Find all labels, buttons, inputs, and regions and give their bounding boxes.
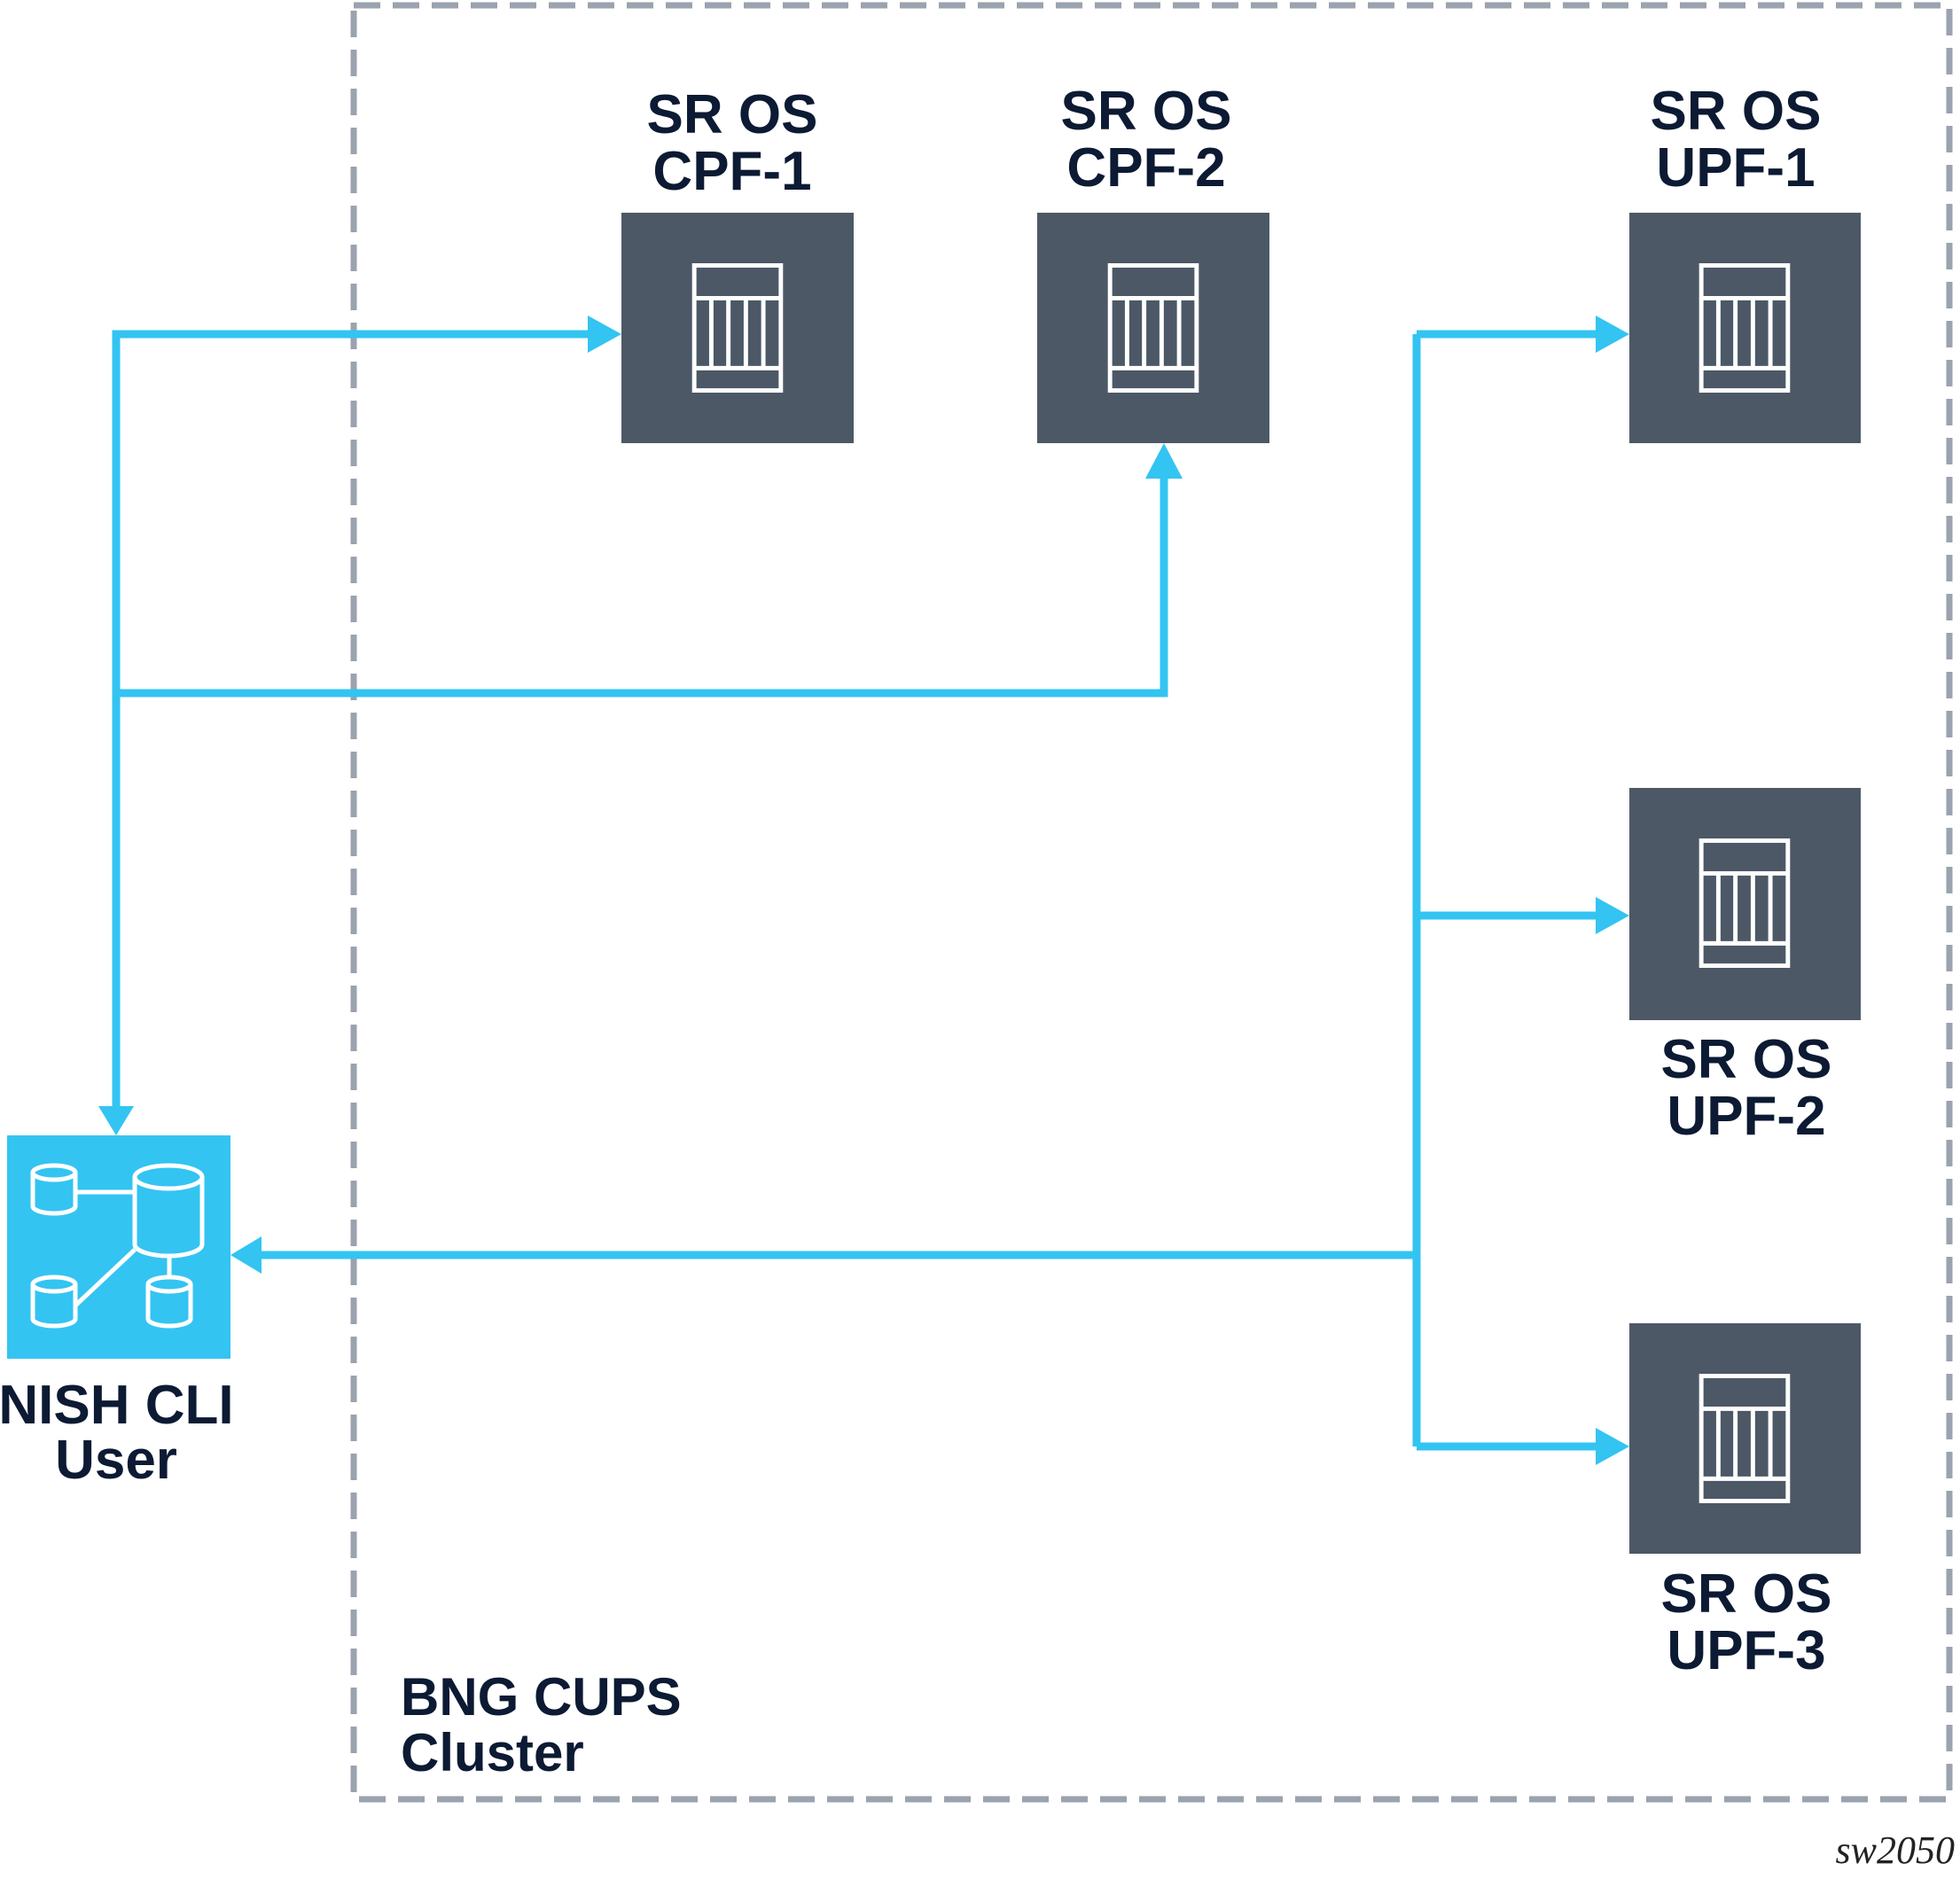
node-label-line2: CPF-1: [652, 141, 811, 202]
arrowheads: [98, 316, 1629, 1465]
arrowhead-user-bottom: [98, 1106, 134, 1135]
node-upf-2[interactable]: SR OS UPF-2: [1629, 788, 1861, 1147]
node-upf-3[interactable]: SR OS UPF-3: [1629, 1323, 1861, 1681]
node-cpf-1[interactable]: SR OS CPF-1: [621, 84, 854, 443]
node-label-line2: CPF-2: [1066, 137, 1225, 199]
arrowhead-upf3: [1596, 1428, 1629, 1465]
user-label-line2: User: [55, 1430, 177, 1491]
nish-cli-user[interactable]: NISH CLI User: [0, 1135, 234, 1491]
arrowhead-user-right: [230, 1236, 262, 1274]
user-box: [7, 1135, 230, 1359]
link-user-cpf1: [112, 330, 592, 1117]
node-label-line2: UPF-1: [1656, 137, 1815, 199]
node-box: [1037, 213, 1269, 443]
cluster-label-line2: Cluster: [401, 1723, 584, 1782]
node-label-line2: UPF-3: [1667, 1620, 1825, 1681]
cluster-boundary: [350, 2, 1953, 1803]
node-label-line1: SR OS: [1661, 1563, 1832, 1625]
node-label-line1: SR OS: [1061, 81, 1232, 142]
arrowhead-cpf2: [1145, 443, 1183, 479]
node-box: [1629, 1323, 1861, 1554]
connection-links: [112, 330, 1601, 1451]
node-label-line1: SR OS: [1661, 1029, 1832, 1090]
node-upf-1[interactable]: SR OS UPF-1: [1629, 81, 1861, 443]
link-user-cpf2: [116, 472, 1168, 698]
database-cluster-icon: [30, 1163, 205, 1329]
figure-id: sw2050: [1836, 1828, 1955, 1872]
node-box: [1629, 213, 1861, 443]
arrowhead-upf1: [1596, 316, 1629, 353]
node-box: [621, 213, 854, 443]
arrowhead-cpf1: [588, 316, 621, 353]
node-label-line1: SR OS: [647, 84, 818, 145]
node-label-line2: UPF-2: [1667, 1086, 1825, 1147]
node-cpf-2[interactable]: SR OS CPF-2: [1037, 81, 1269, 443]
node-box: [1629, 788, 1861, 1020]
node-label-line1: SR OS: [1651, 81, 1822, 142]
arrowhead-upf2: [1596, 897, 1629, 934]
user-label-line1: NISH CLI: [0, 1375, 234, 1436]
cluster-label-line1: BNG CUPS: [401, 1667, 682, 1727]
